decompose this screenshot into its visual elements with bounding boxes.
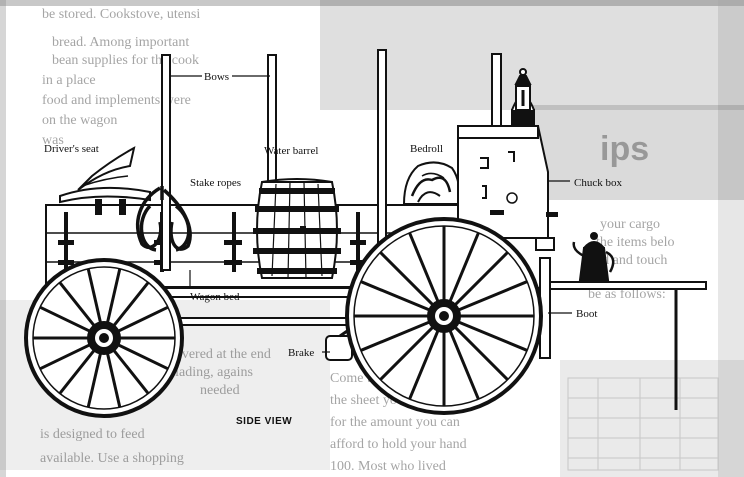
ghost-line: afford to hold your hand (330, 437, 467, 452)
wheel-spoke (39, 305, 93, 334)
wheel-spoke (447, 232, 480, 304)
ghost-line: of lading, agains (160, 365, 253, 380)
coffee-pot-icon (572, 232, 615, 281)
label-bedroll: Bedroll (410, 143, 443, 155)
label-wagon-bed: Wagon bed (190, 291, 240, 303)
ghost-line: food and implements were (42, 93, 191, 108)
wheel-spoke (456, 280, 528, 313)
ghost-table (567, 377, 719, 471)
ghost-line: bean supplies for the cook (52, 53, 199, 68)
ghost-line: available. Use a shopping (40, 451, 184, 466)
wheel-spoke (86, 351, 103, 408)
boot-brace (535, 237, 555, 359)
ghost-line: is designed to feed (40, 427, 145, 442)
label-water-barrel: Water barrel (264, 145, 318, 157)
chuck-box (457, 125, 558, 239)
wheel-spoke (452, 251, 509, 308)
lantern-icon (511, 68, 535, 127)
wheel-spoke (447, 328, 480, 400)
label-side-view: SIDE VIEW (236, 416, 292, 427)
wheel-spoke (58, 348, 97, 395)
wheel-spoke (379, 251, 436, 308)
label-boot: Boot (576, 308, 597, 320)
rear-wheel (345, 217, 543, 415)
wheel-spoke (360, 319, 432, 352)
wheel-spoke (39, 342, 93, 371)
wheel-spoke (105, 351, 122, 408)
wheel-spoke (360, 280, 432, 313)
ghost-line: 100. Most who lived (330, 459, 446, 474)
wheel-spoke (452, 324, 509, 381)
ghost-line: on the wagon (42, 113, 117, 128)
wheel-spoke (115, 342, 169, 371)
wheel-spoke (111, 281, 150, 328)
label-chuck-box: Chuck box (574, 177, 622, 189)
label-stake-ropes: Stake ropes (190, 177, 241, 189)
wheel-spoke (379, 324, 436, 381)
ghost-heading: ips (600, 130, 649, 168)
drivers-seat (59, 146, 151, 215)
bedroll (402, 161, 461, 205)
ghost-line: in a place (42, 73, 96, 88)
wheel-spoke (105, 268, 122, 325)
ghost-line: bread. Among important (52, 35, 189, 50)
wheel-spoke (58, 281, 97, 328)
front-wheel (24, 258, 184, 418)
label-brake: Brake (288, 347, 314, 359)
stake-ropes (136, 186, 192, 252)
wheels (24, 217, 543, 418)
wheel-spoke (111, 348, 150, 395)
wheel-spoke (408, 232, 441, 304)
ghost-line: the items belo (596, 235, 675, 250)
leader-lines (170, 75, 572, 353)
ghost-line: needed (200, 383, 240, 398)
wheel-hub (439, 311, 449, 321)
label-drivers-seat: Driver's seat (44, 143, 99, 155)
wheel-spoke (456, 319, 528, 352)
ghost-line: for the amount you can (330, 415, 460, 430)
wheel-spoke (408, 328, 441, 400)
water-barrel (253, 178, 341, 279)
wheel-hub (99, 333, 109, 343)
ghost-line: your cargo (600, 217, 660, 232)
label-bows: Bows (204, 71, 229, 83)
ghost-line: was (42, 133, 64, 148)
ghost-line: be as follows: (588, 287, 666, 302)
ghost-line: be stored. Cookstove, utensi (42, 7, 200, 22)
wheel-spoke (115, 305, 169, 334)
wheel-spoke (86, 268, 103, 325)
